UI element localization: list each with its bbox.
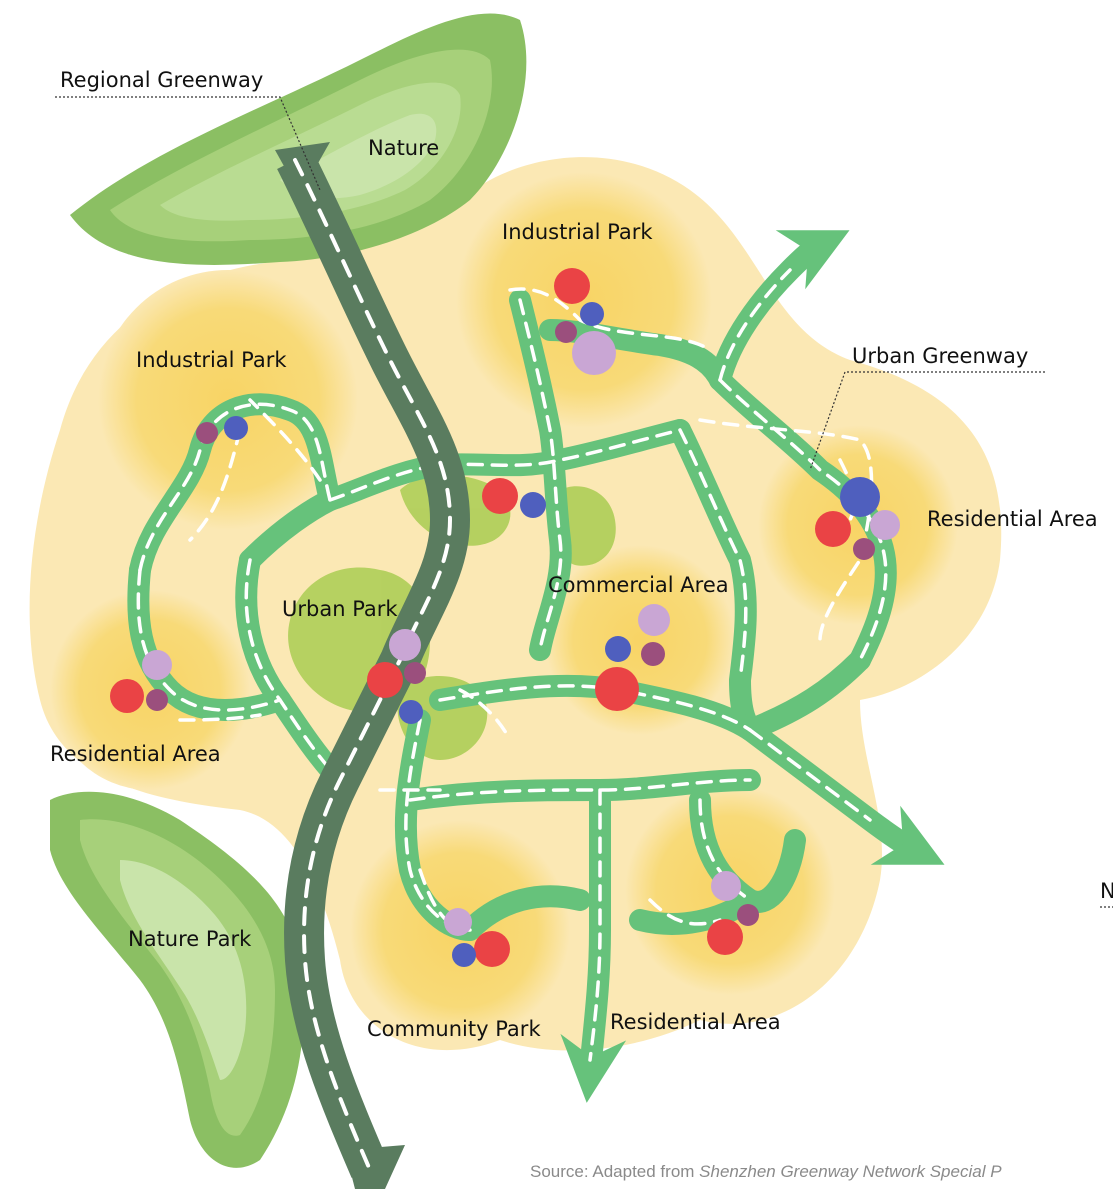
label-industrial-park-left: Industrial Park bbox=[136, 350, 287, 371]
node-lilac bbox=[638, 604, 670, 636]
node-purple bbox=[737, 904, 759, 926]
node-purple bbox=[853, 538, 875, 560]
label-regional-greenway: Regional Greenway bbox=[60, 70, 263, 91]
label-community-park: Community Park bbox=[367, 1019, 541, 1040]
node-blue bbox=[580, 302, 604, 326]
node-blue bbox=[520, 492, 546, 518]
label-residential-area-bottom: Residential Area bbox=[610, 1012, 781, 1033]
source-title: Shenzhen Greenway Network Special P bbox=[699, 1162, 1001, 1181]
node-lilac bbox=[711, 871, 741, 901]
node-red bbox=[110, 679, 144, 713]
label-residential-area-right: Residential Area bbox=[927, 509, 1098, 530]
node-purple bbox=[641, 642, 665, 666]
source-caption: Source: Adapted from Shenzhen Greenway N… bbox=[530, 1162, 1002, 1182]
source-prefix: Source: Adapted from bbox=[530, 1162, 699, 1181]
node-red bbox=[595, 667, 639, 711]
label-urban-greenway: Urban Greenway bbox=[852, 346, 1028, 367]
label-industrial-park-top: Industrial Park bbox=[502, 222, 653, 243]
label-nature: Nature bbox=[368, 138, 439, 159]
node-purple bbox=[404, 662, 426, 684]
label-commercial-area: Commercial Area bbox=[548, 575, 729, 596]
node-blue bbox=[452, 943, 476, 967]
node-red bbox=[367, 662, 403, 698]
label-nature-park: Nature Park bbox=[128, 929, 251, 950]
node-lilac bbox=[389, 629, 421, 661]
node-red bbox=[474, 931, 510, 967]
node-red bbox=[707, 919, 743, 955]
node-blue bbox=[399, 700, 423, 724]
node-blue bbox=[605, 636, 631, 662]
node-blue bbox=[224, 416, 248, 440]
node-purple bbox=[146, 689, 168, 711]
node-blue bbox=[840, 477, 880, 517]
label-residential-area-left: Residential Area bbox=[50, 744, 221, 765]
label-urban-park: Urban Park bbox=[282, 599, 398, 620]
zone-industrial-park-top bbox=[456, 172, 712, 428]
regional-greenway-arrow-bottom bbox=[345, 1145, 405, 1189]
node-lilac bbox=[870, 510, 900, 540]
node-red bbox=[815, 511, 851, 547]
node-lilac bbox=[572, 331, 616, 375]
node-red bbox=[482, 478, 518, 514]
node-purple bbox=[196, 422, 218, 444]
node-red bbox=[554, 268, 590, 304]
nature-park-area bbox=[50, 792, 304, 1168]
node-purple bbox=[555, 321, 577, 343]
node-lilac bbox=[444, 908, 472, 936]
node-lilac bbox=[142, 650, 172, 680]
label-cropped-right: N bbox=[1100, 881, 1113, 902]
